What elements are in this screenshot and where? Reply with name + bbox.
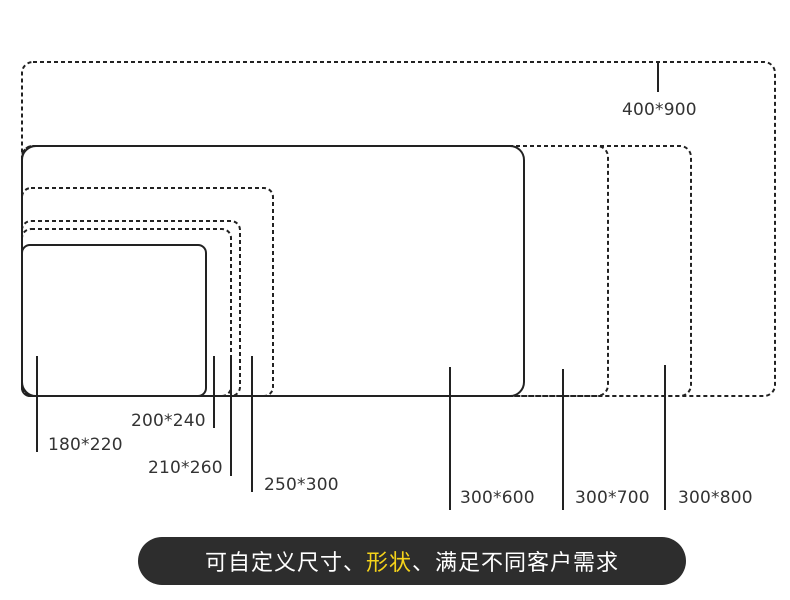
size-label-180x220: 180*220 (48, 435, 123, 455)
size-label-250x300: 250*300 (264, 475, 339, 495)
caption-highlight: 形状 (365, 551, 412, 576)
size-label-210x260: 210*260 (148, 458, 223, 478)
size-label-400x900: 400*900 (622, 100, 697, 120)
size-label-200x240: 200*240 (131, 411, 206, 431)
outline-210x260 (21, 220, 241, 397)
size-label-300x700: 300*700 (575, 488, 650, 508)
size-label-300x600: 300*600 (460, 488, 535, 508)
outline-250x300 (21, 187, 274, 397)
size-label-300x800: 300*800 (678, 488, 753, 508)
outline-300x800 (21, 145, 692, 397)
outline-200x240 (21, 228, 232, 397)
caption-text-start: 可自定义尺寸、 (204, 551, 366, 576)
outline-180x220 (21, 244, 207, 397)
caption-text-end: 、满足不同客户需求 (412, 551, 620, 576)
outline-300x700 (21, 145, 609, 397)
caption-banner: 可自定义尺寸、形状、满足不同客户需求 (138, 537, 686, 585)
